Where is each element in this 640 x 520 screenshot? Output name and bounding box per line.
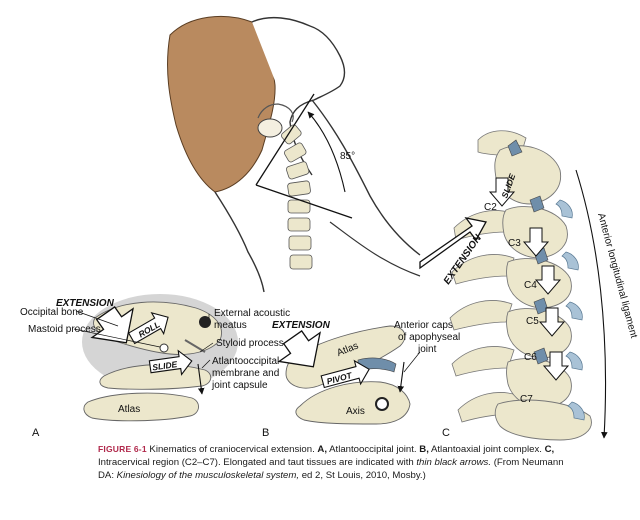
slide-arrow-a: SLIDE	[148, 349, 193, 376]
caption-text-4: Intracervical region (C2–C7). Elongated …	[98, 457, 417, 469]
c7-label: C7	[520, 394, 533, 405]
caption-b: B,	[419, 444, 429, 455]
hair	[167, 15, 276, 193]
caption-text-5: (From Neumann DA:	[98, 457, 564, 482]
axis-b	[295, 381, 411, 425]
atlas-a-lower	[83, 392, 199, 422]
caption-a: A,	[317, 444, 327, 455]
anterior-capsule-label-3: joint	[417, 344, 437, 355]
external-acoustic-label-2: meatus	[214, 320, 247, 331]
extension-label-b: EXTENSION	[272, 320, 331, 331]
svg-text:SLIDE: SLIDE	[152, 359, 179, 372]
slide-arrows-c	[488, 177, 570, 381]
acoustic-meatus	[199, 316, 211, 328]
c2-label: C2	[484, 202, 497, 213]
ligament-arrow	[575, 169, 608, 439]
c3-label: C3	[508, 238, 521, 249]
anterior-capsule-label-1: Anterior capsule	[394, 320, 467, 331]
c5-label: C5	[526, 316, 539, 327]
anterior-longitudinal-ligament-label: Anterior longitudinal ligament	[595, 212, 639, 340]
neck-back	[214, 191, 265, 293]
caption-text-2: Atlantooccipital joint.	[327, 444, 420, 455]
caption-text-6: ed 2, St Louis, 2010, Mosby.)	[299, 470, 426, 482]
extension-arrow-b	[277, 330, 321, 368]
figure-caption: FIGURE 6-1 Kinematics of craniocervical …	[98, 443, 568, 482]
styloid-process-label: Styloid process	[216, 338, 284, 349]
jaw-bone	[257, 103, 294, 123]
mastoid	[159, 343, 169, 353]
panel-a: ROLL SLIDE EXTENSION Occipital bone Mast…	[20, 294, 290, 439]
atlantooccipital-label-2: membrane and	[212, 368, 279, 379]
axis-foramen	[375, 397, 389, 411]
occipital-bone-label: Occipital bone	[20, 307, 84, 318]
external-acoustic-label-1: External acoustic	[214, 308, 290, 319]
panel-c: SLIDE EXTENSION Anterior longitudinal li…	[419, 130, 639, 441]
axis-label-b: Axis	[346, 406, 365, 417]
panel-a-label: A	[32, 427, 40, 439]
shoulder-line	[329, 221, 421, 277]
caption-italic-1: thin black arrows.	[416, 457, 492, 469]
neck-spine	[281, 124, 313, 270]
caption-italic-2: Kinesiology of the musculoskeletal syste…	[116, 470, 300, 482]
c4-label: C4	[524, 280, 537, 291]
facet-joints	[507, 139, 549, 365]
taut-arrow-b	[397, 361, 405, 393]
panel-b-label: B	[262, 427, 269, 439]
atlantooccipital-label-1: Atlantooccipital	[212, 356, 279, 367]
extension-angle-indicator: 85°	[255, 93, 355, 219]
caption-text-1: Kinematics of craniocervical extension.	[146, 444, 318, 455]
panel-c-label: C	[442, 427, 450, 439]
head-neck-figure	[167, 15, 421, 293]
angle-label: 85°	[340, 151, 355, 162]
styloid	[184, 339, 206, 353]
anterior-capsule-label-2: of apophyseal	[398, 332, 460, 343]
extension-label-a: EXTENSION	[56, 298, 115, 309]
panel-b: PIVOT EXTENSION Atlas Axis Anterior caps…	[262, 320, 467, 439]
intervertebral-discs	[555, 199, 585, 421]
mastoid-process-label: Mastoid process	[28, 324, 101, 335]
caption-text-3: Atlantoaxial joint complex.	[428, 444, 545, 455]
c6-label: C6	[524, 352, 537, 363]
ear	[257, 118, 283, 138]
figure-label: FIGURE 6-1	[98, 444, 147, 454]
atlantooccipital-label-3: joint capsule	[211, 380, 268, 391]
extension-arrow-a	[90, 306, 134, 344]
extension-arrow-c	[419, 217, 488, 270]
atlas-label-a: Atlas	[118, 404, 140, 415]
taut-arrow-a	[197, 363, 205, 395]
face	[251, 16, 346, 176]
caption-c: C,	[544, 444, 555, 455]
neck-front	[311, 99, 421, 256]
